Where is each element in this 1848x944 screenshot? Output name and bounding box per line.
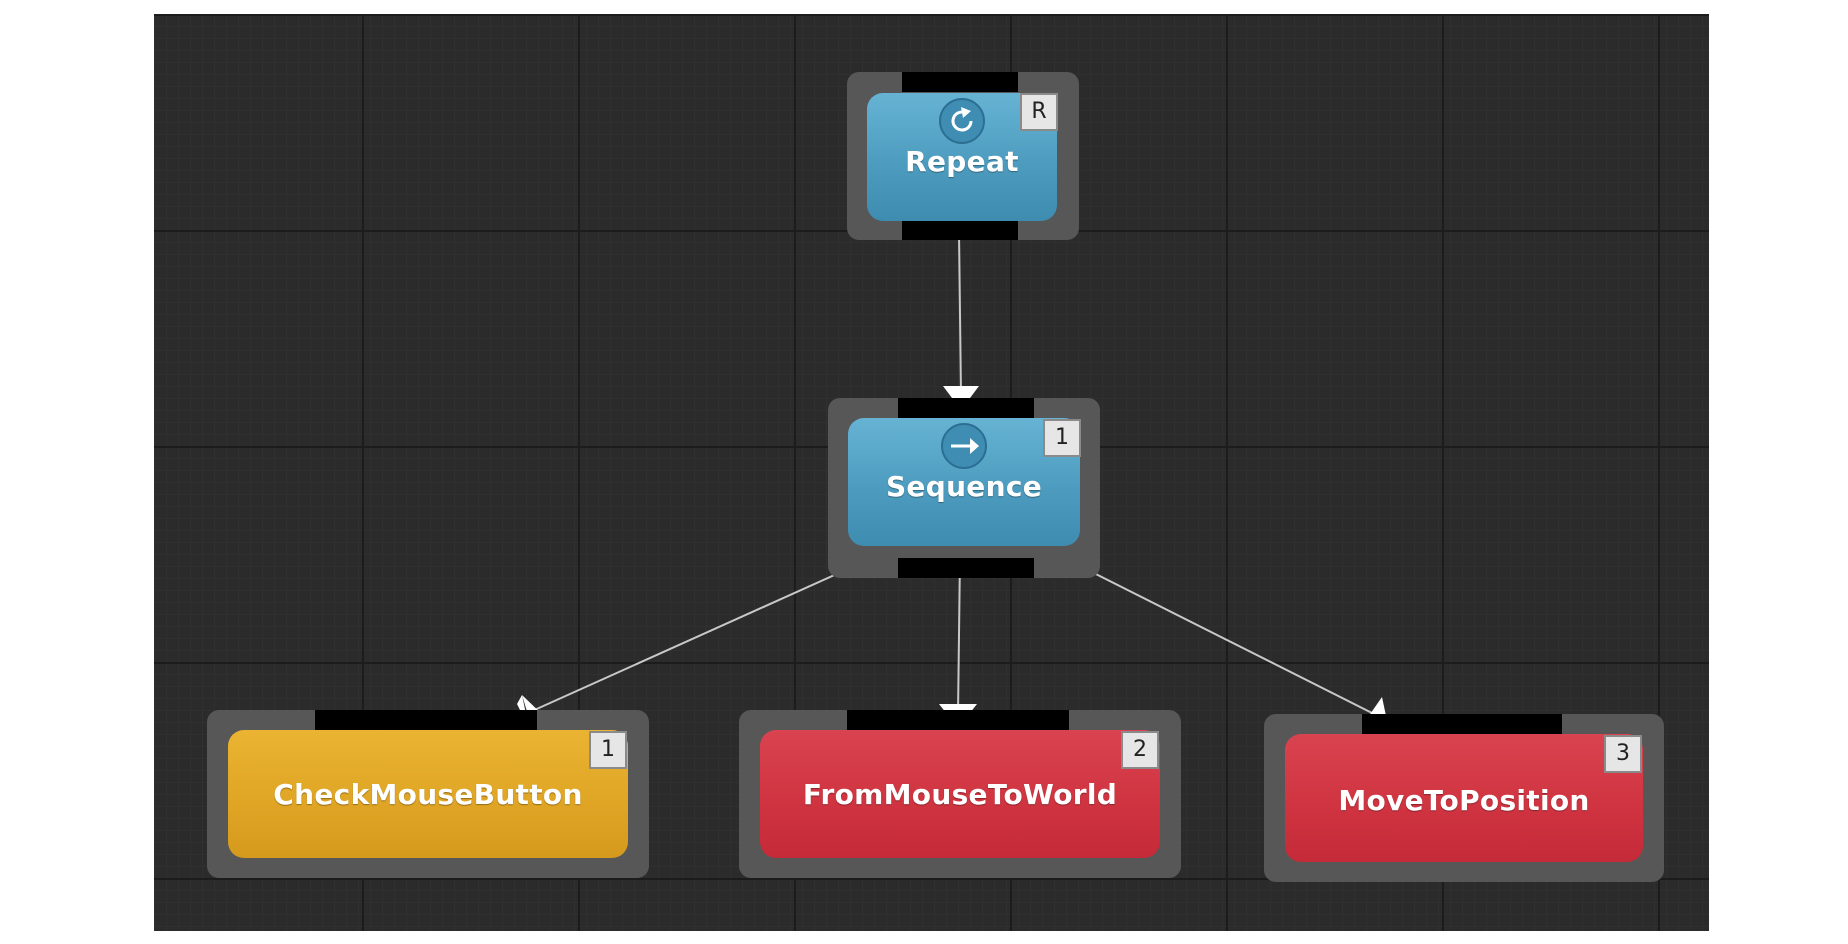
node-order-badge: R bbox=[1020, 93, 1058, 131]
input-port[interactable] bbox=[1362, 714, 1562, 734]
node-label: FromMouseToWorld bbox=[802, 778, 1118, 811]
input-port[interactable] bbox=[902, 72, 1018, 92]
repeat-node[interactable]: Repeat R bbox=[847, 72, 1079, 240]
from-mouse-to-world-node[interactable]: FromMouseToWorld 2 bbox=[739, 710, 1181, 878]
check-mouse-button-node[interactable]: CheckMouseButton 1 bbox=[207, 710, 649, 878]
sequence-arrow-icon bbox=[941, 423, 987, 469]
edge-sequence-checkmousebutton[interactable] bbox=[529, 558, 871, 713]
repeat-icon bbox=[939, 98, 985, 144]
edge-sequence-frommousetoworld[interactable] bbox=[957, 555, 961, 715]
input-port[interactable] bbox=[898, 398, 1034, 418]
input-port[interactable] bbox=[847, 710, 1069, 730]
node-label: Sequence bbox=[885, 470, 1043, 503]
sequence-node[interactable]: Sequence 1 bbox=[828, 398, 1100, 578]
output-port[interactable] bbox=[898, 558, 1034, 578]
check-mouse-button-node-body[interactable]: CheckMouseButton 1 bbox=[228, 730, 628, 858]
node-order-badge: 1 bbox=[1043, 419, 1081, 457]
repeat-node-body[interactable]: Repeat R bbox=[867, 93, 1058, 221]
move-to-position-node-body[interactable]: MoveToPosition 3 bbox=[1285, 734, 1643, 862]
node-order-badge: 2 bbox=[1121, 731, 1159, 769]
node-order-badge: 1 bbox=[589, 731, 627, 769]
behavior-tree-canvas[interactable]: Repeat R Sequence 1 CheckMouseButton 1 F… bbox=[154, 14, 1709, 931]
from-mouse-to-world-node-body[interactable]: FromMouseToWorld 2 bbox=[760, 730, 1160, 858]
input-port[interactable] bbox=[315, 710, 537, 730]
edge-sequence-movetoposition[interactable] bbox=[1059, 555, 1375, 715]
node-label: CheckMouseButton bbox=[273, 778, 583, 811]
move-to-position-node[interactable]: MoveToPosition 3 bbox=[1264, 714, 1664, 882]
node-order-badge: 3 bbox=[1604, 735, 1642, 773]
edge-repeat-sequence[interactable] bbox=[958, 231, 962, 397]
sequence-node-body[interactable]: Sequence 1 bbox=[848, 418, 1081, 546]
node-label: MoveToPosition bbox=[1338, 784, 1590, 817]
node-label: Repeat bbox=[905, 145, 1019, 178]
output-port[interactable] bbox=[902, 220, 1018, 240]
